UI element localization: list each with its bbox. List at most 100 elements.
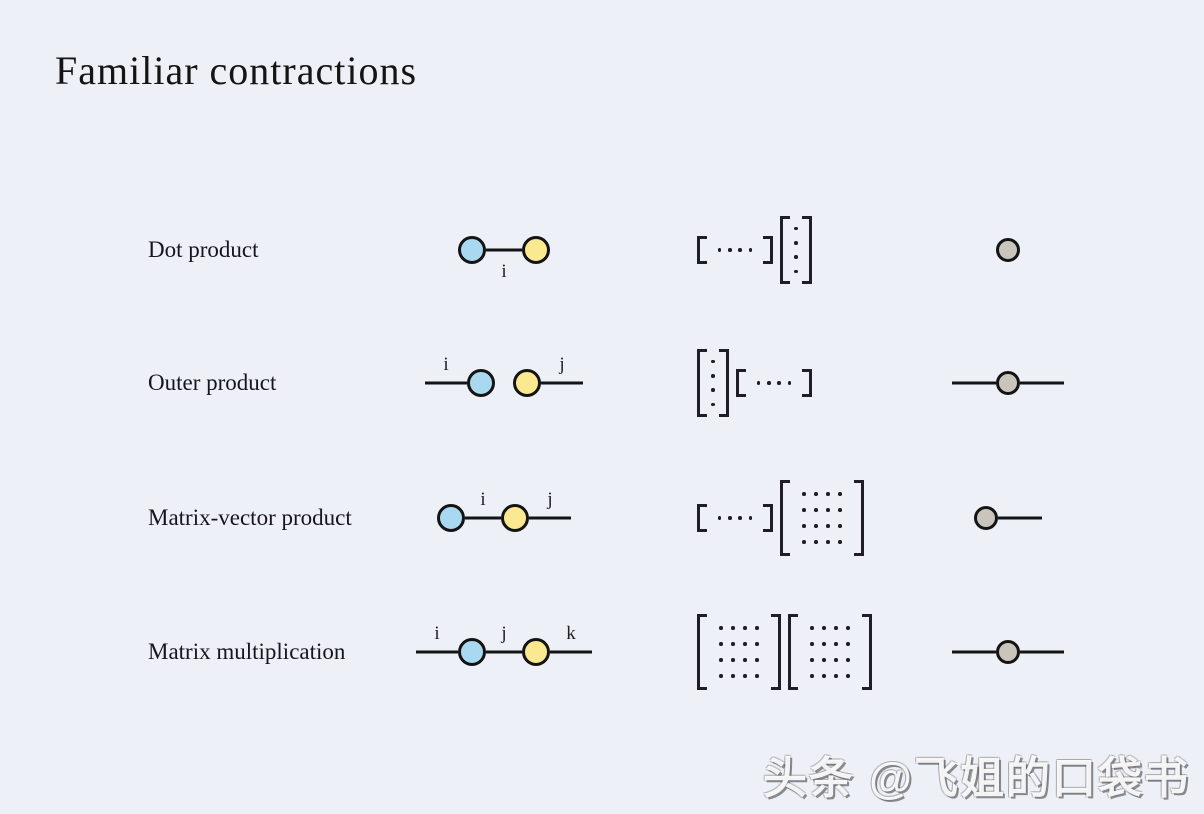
matrix-dot (755, 658, 759, 662)
row-vector-operand (697, 504, 773, 532)
matrix-dot (834, 658, 838, 662)
matrix-dot (711, 388, 715, 392)
matrix-dot (846, 642, 850, 646)
matrix-dot (838, 540, 842, 544)
matrix-dot (731, 642, 735, 646)
matrix-dot (787, 381, 792, 385)
left-bracket (780, 216, 790, 284)
matrix-dot (728, 248, 732, 252)
tensor-node-gray (974, 506, 998, 530)
tensor-node-gray (996, 238, 1020, 262)
matrix-dot (794, 269, 798, 274)
index-label-i: i (443, 354, 448, 375)
left-bracket (780, 480, 790, 556)
matrix-dot (794, 226, 798, 231)
index-label-i: i (434, 623, 439, 644)
matrix-dot (794, 241, 798, 245)
matrix-operand (780, 480, 864, 556)
tensor-node-blue (437, 504, 465, 532)
right-bracket (763, 236, 773, 264)
matrix-dot (810, 626, 814, 630)
matrix-dot (738, 516, 742, 520)
tensor-diagram: i (398, 206, 610, 294)
matrix-dot (711, 374, 715, 378)
matrix-expression (697, 349, 812, 417)
left-bracket (736, 369, 746, 397)
row-vector-operand (736, 369, 812, 397)
matrix-dot (755, 674, 759, 678)
tensor-node-gray (996, 640, 1020, 664)
matrix-dot (743, 642, 747, 646)
matrix-expression (697, 216, 812, 284)
matrix-dot (717, 516, 722, 520)
matrix-dot (814, 508, 818, 512)
contraction-row: Dot product i (0, 195, 1204, 305)
matrix-dot (755, 642, 759, 646)
matrix-dot (767, 381, 771, 385)
result-network-svg (952, 640, 1064, 664)
matrix-dot (846, 626, 850, 630)
dot-grid (707, 349, 719, 417)
matrix-dot (711, 402, 715, 407)
right-bracket (802, 216, 812, 284)
matrix-dot (743, 626, 747, 630)
index-label-i: i (501, 261, 506, 282)
matrix-dot (719, 642, 723, 646)
result-diagram (933, 339, 1083, 427)
result-network-svg (974, 506, 1042, 530)
matrix-dot (728, 516, 732, 520)
index-label-k: k (566, 623, 576, 644)
result-diagram (933, 474, 1083, 562)
row-label: Outer product (148, 370, 277, 395)
matrix-dot (802, 524, 806, 528)
col-vector-operand (697, 349, 729, 417)
matrix-operand (788, 614, 872, 690)
matrix-dot (834, 674, 838, 678)
right-bracket (763, 504, 773, 532)
matrix-dot (719, 658, 723, 662)
tensor-node-yellow (501, 504, 529, 532)
matrix-dot (743, 674, 747, 678)
matrix-dot (834, 626, 838, 630)
matrix-dot (802, 508, 806, 512)
matrix-dot (711, 359, 715, 364)
dot-grid (707, 614, 771, 690)
matrix-dot (826, 508, 830, 512)
matrix-dot (731, 658, 735, 662)
matrix-operand (697, 614, 781, 690)
right-bracket (862, 614, 872, 690)
matrix-dot (826, 524, 830, 528)
dot-grid (707, 504, 763, 532)
matrix-dot (838, 492, 842, 496)
matrix-expression (697, 614, 872, 690)
index-label-j: j (558, 354, 564, 375)
row-label: Dot product (148, 237, 259, 262)
matrix-dot (794, 255, 798, 259)
matrix-dot (838, 508, 842, 512)
tensor-node-yellow (513, 369, 541, 397)
dot-grid (746, 369, 802, 397)
result-diagram (933, 206, 1083, 294)
index-label-j: j (546, 489, 552, 510)
matrix-dot (822, 674, 826, 678)
matrix-dot (810, 674, 814, 678)
dot-grid (798, 614, 862, 690)
matrix-dot (838, 524, 842, 528)
matrix-dot (810, 658, 814, 662)
tensor-node-blue (467, 369, 495, 397)
tensor-node-yellow (522, 638, 550, 666)
matrix-dot (777, 381, 781, 385)
col-vector-operand (780, 216, 812, 284)
result-diagram (933, 608, 1083, 696)
watermark-text: 头条 @飞姐的口袋书 (762, 754, 1190, 803)
right-bracket (802, 369, 812, 397)
matrix-dot (814, 540, 818, 544)
right-bracket (854, 480, 864, 556)
